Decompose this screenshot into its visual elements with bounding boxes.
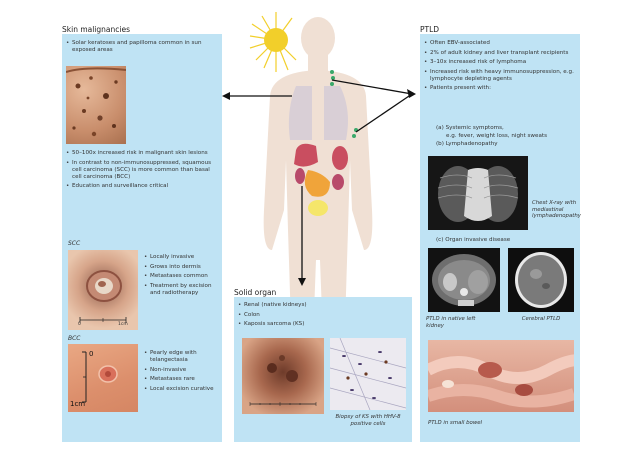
solid-title: Solid organ <box>234 288 277 297</box>
arrow-down-icon <box>298 278 306 286</box>
chest-xray-photo <box>428 156 528 230</box>
ptld-sub-c: (c) Organ invasive disease <box>436 237 511 243</box>
connector-arrows <box>226 79 413 282</box>
small-bowel-photo <box>428 340 574 412</box>
bowel-caption: PTLD in small bowel <box>428 420 483 426</box>
kidney-left <box>295 168 305 184</box>
list-item: In contrast to non-immunosuppressed, squ… <box>66 160 214 181</box>
bladder <box>308 200 328 216</box>
scc-label: SCC <box>68 240 81 247</box>
biopsy-photo <box>330 338 406 410</box>
liver <box>294 143 318 167</box>
scc-scale-1: 1cm <box>118 322 128 327</box>
ct-kidney-photo <box>428 248 500 312</box>
list-item: Locally invasive <box>144 254 220 261</box>
left-lung <box>288 86 312 140</box>
spleen <box>332 146 348 170</box>
intestines <box>304 170 330 197</box>
scc-bullets: Locally invasive Grows into dermis Metas… <box>144 254 220 299</box>
right-lung <box>324 86 348 140</box>
list-item: Increased risk with heavy immunosuppress… <box>424 69 576 83</box>
list-item: Often EBV-associated <box>424 40 576 47</box>
list-item: Renal (native kidneys) <box>238 302 408 309</box>
brain-caption: Cerebral PTLD <box>521 316 561 322</box>
scc-scale-0: 0 <box>78 322 81 327</box>
arrow-left-icon <box>222 92 230 100</box>
arrow-right-icon <box>407 89 416 98</box>
sun-icon <box>249 12 297 72</box>
scc-photo: 0 1cm <box>68 250 138 330</box>
solid-bullets: Renal (native kidneys) Colon Kaposis sar… <box>238 302 408 331</box>
bcc-photo: 0 1cm <box>68 344 138 412</box>
list-item: 3–10x increased risk of lymphoma <box>424 59 576 66</box>
list-item: Treatment by excision and radiotherapy <box>144 283 220 297</box>
list-item: 2% of adult kidney and liver transplant … <box>424 50 576 57</box>
bcc-label: BCC <box>68 335 81 342</box>
list-item: Non-invasive <box>144 367 220 374</box>
list-item: 50–100x increased risk in malignant skin… <box>66 150 214 157</box>
list-item: Metastases common <box>144 273 220 280</box>
xray-caption: Chest X-ray with mediastinal lymphadenop… <box>532 200 581 220</box>
ptld-sub-b: (b) Lymphadenopathy <box>436 141 498 147</box>
list-item: Patients present with: <box>424 85 576 92</box>
bcc-bullets: Pearly edge with telangectasia Non-invas… <box>144 350 220 395</box>
biopsy-caption: Biopsy of KS with HHV-8 positive cells <box>335 414 401 427</box>
skin-bullets-top: Solar keratoses and papilloma common in … <box>66 40 214 57</box>
list-item: Solar keratoses and papilloma common in … <box>66 40 214 54</box>
ptld-sub-a2: e.g. fever, weight loss, night sweats <box>446 133 547 139</box>
ct-brain-photo <box>508 248 574 312</box>
list-item: Colon <box>238 312 408 319</box>
kaposi-photo <box>242 338 324 414</box>
skin-bullets-mid: 50–100x increased risk in malignant skin… <box>66 150 214 193</box>
ptld-bullets: Often EBV-associated 2% of adult kidney … <box>424 40 576 95</box>
list-item: Education and surveillance critical <box>66 183 214 190</box>
list-item: Grows into dermis <box>144 264 220 271</box>
skin-keratosis-photo <box>66 66 126 144</box>
ct-kidney-caption: PTLD in native left kidney <box>426 316 476 329</box>
ptld-sub-a1: (a) Systemic symptoms, <box>436 125 504 131</box>
list-item: Pearly edge with telangectasia <box>144 350 220 364</box>
list-item: Kaposis sarcoma (KS) <box>238 321 408 328</box>
kidney-right <box>332 174 344 190</box>
bcc-scale-1: 1cm <box>70 400 86 408</box>
ptld-title: PTLD <box>420 25 440 34</box>
list-item: Metastases rare <box>144 376 220 383</box>
skin-title: Skin malignancies <box>62 25 130 34</box>
bcc-scale-0: 0 <box>89 350 94 358</box>
list-item: Local excision curative <box>144 386 220 393</box>
